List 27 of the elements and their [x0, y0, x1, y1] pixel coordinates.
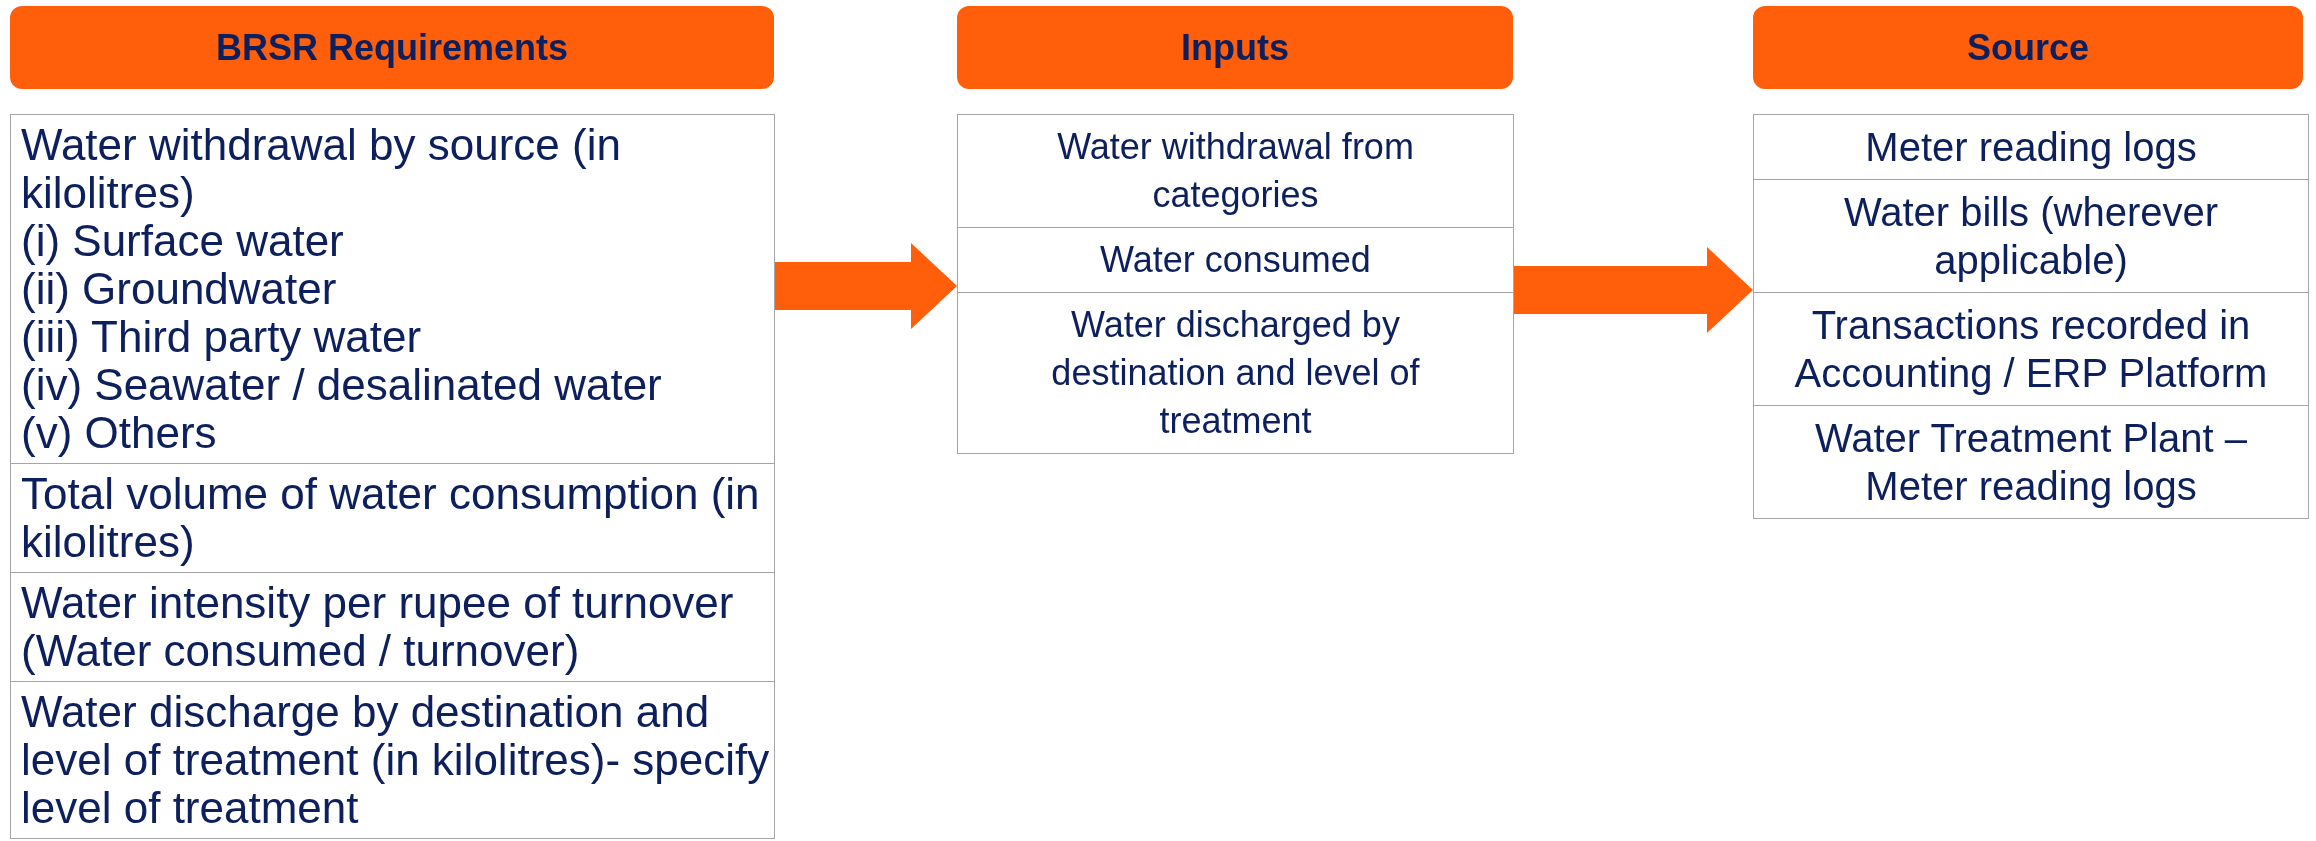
cell-text: (ii) Groundwater	[21, 265, 338, 313]
header-title: Source	[1966, 26, 2089, 69]
header-title: BRSR Requirements	[215, 26, 569, 69]
header-title: Inputs	[1181, 26, 1289, 69]
cell-text: (iv) Seawater / desalinated water	[21, 361, 663, 409]
cell-text: Water withdrawal from categories	[1056, 125, 1415, 217]
cell-text: Total volume of water consumption (in kilolitres)	[21, 470, 761, 566]
header-banner	[957, 6, 1513, 89]
table-box	[1753, 114, 2309, 519]
table-box	[10, 114, 775, 839]
cell-text: (i) Surface water	[21, 217, 345, 265]
cell-text: Transactions recorded in Accounting / ERP Platform	[1793, 302, 2269, 397]
cell-text: (iii) Third party water	[21, 313, 423, 361]
block-arrow	[1514, 247, 1753, 333]
cell-text: Water consumed	[1099, 238, 1372, 282]
cell-text: Water discharged by destination and level of treatment	[1050, 303, 1421, 443]
cell-text: Water bills (wherever applicable)	[1842, 189, 2220, 284]
cell-text: (v) Others	[21, 409, 218, 457]
cell-text: Water withdrawal by source (in kilolitres)	[21, 121, 622, 217]
cell-text: Meter reading logs	[1864, 124, 2198, 171]
header-banner	[1753, 6, 2303, 89]
table-box	[957, 114, 1514, 454]
cell-text: Water discharge by destination and level of treatment (in kilolitres)- specify level of treatment	[21, 688, 770, 832]
header-banner	[10, 6, 774, 89]
block-arrow	[775, 243, 957, 329]
cell-text: Water intensity per rupee of turnover (Water consumed / turnover)	[21, 579, 735, 675]
cell-text: Water Treatment Plant – Meter reading logs	[1814, 415, 2248, 510]
